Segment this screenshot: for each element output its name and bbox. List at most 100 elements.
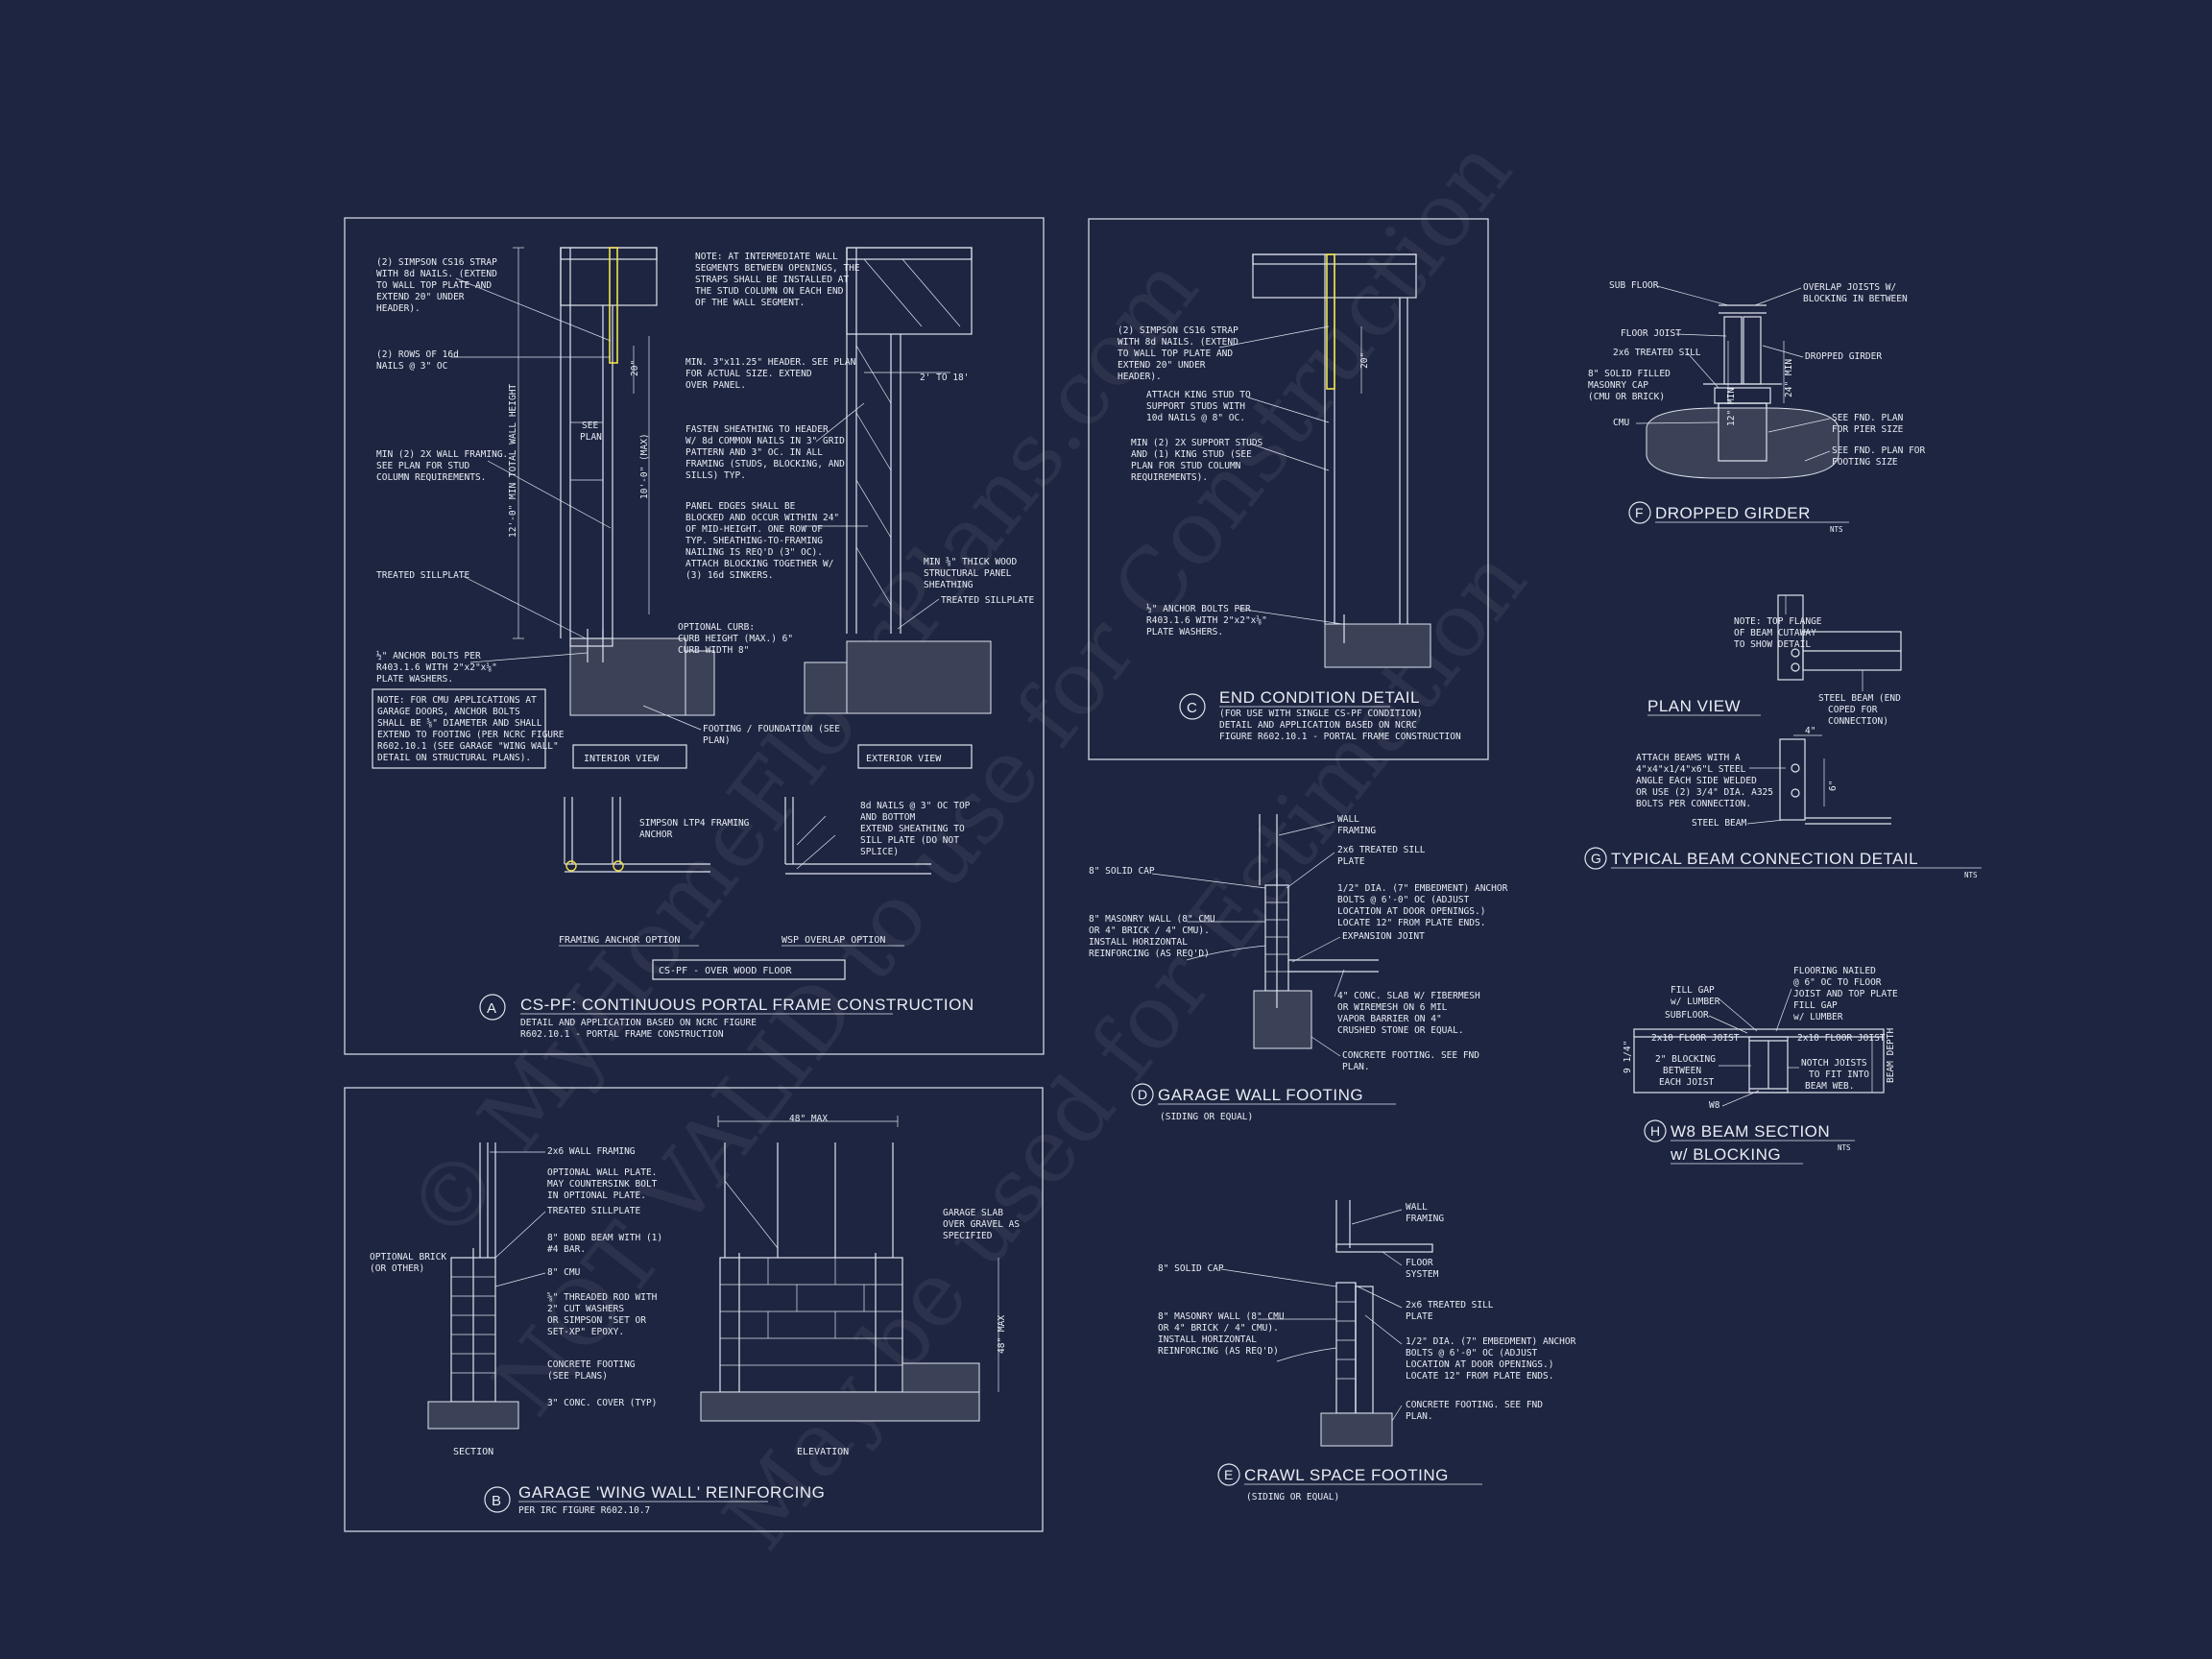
note-f-left-7: CMU <box>1613 418 1629 428</box>
note-d-slab-3: VAPOR BARRIER ON 4" <box>1337 1014 1442 1024</box>
detail-e-subtitle: (SIDING OR EQUAL) <box>1246 1492 1339 1503</box>
detail-f-marker <box>1628 501 1651 524</box>
note-e-floor-2: SYSTEM <box>1406 1269 1439 1280</box>
detail-b-title: GARAGE 'WING WALL' REINFORCING <box>518 1483 825 1502</box>
note-panel-2: BLOCKED AND OCCUR WITHIN 24" <box>685 513 839 523</box>
note-h-14: 2x10 FLOOR JOIST <box>1797 1033 1886 1044</box>
note-8d-4: SILL PLATE (DO NOT <box>860 835 959 846</box>
detail-h: FILL GAP w/ LUMBER SUBFLOOR 2x10 FLOOR J… <box>1623 966 1898 1165</box>
dim-48-max-vertical: 48" MAX <box>997 1315 1007 1354</box>
label-plan-view: PLAN VIEW <box>1647 697 1741 715</box>
note-d-bolts-4: LOCATE 12" FROM PLATE ENDS. <box>1337 918 1485 928</box>
detail-e-id: E <box>1224 1467 1234 1482</box>
note-e-masonry-2: OR 4" BRICK / 4" CMU). <box>1158 1323 1279 1334</box>
dim-max-height: 10'-0" (MAX) <box>639 433 650 499</box>
note-b-4: IN OPTIONAL PLATE. <box>547 1190 646 1201</box>
note-d-framing-2: FRAMING <box>1337 826 1376 836</box>
note-f-left-3: 2x6 TREATED SILL <box>1613 348 1701 358</box>
note-support-2: AND (1) KING STUD (SEE <box>1131 449 1252 460</box>
note-panel-4: TYP. SHEATHING-TO-FRAMING <box>685 536 823 546</box>
note-king-2: SUPPORT STUDS WITH <box>1146 401 1245 412</box>
note-e-cap: 8" SOLID CAP <box>1158 1263 1224 1274</box>
note-d-sill-2: PLATE <box>1337 856 1365 867</box>
note-wood-1: MIN ⅜" THICK WOOD <box>924 557 1018 567</box>
note-8d-2: AND BOTTOM <box>860 812 915 823</box>
label-wood-floor-box <box>652 959 846 980</box>
note-strap-3: TO WALL TOP PLATE AND <box>376 280 492 291</box>
exterior-view-drawing <box>804 247 992 714</box>
note-support-1: MIN (2) 2X SUPPORT STUDS <box>1131 438 1263 448</box>
note-f-right-6: SEE FND. PLAN FOR <box>1832 445 1926 456</box>
note-footing-2: PLAN) <box>703 735 731 746</box>
detail-h-nts: NTS <box>1838 1143 1851 1152</box>
note-slab-2: OVER GRAVEL AS <box>943 1219 1020 1230</box>
detail-a-middle-notes: NOTE: AT INTERMEDIATE WALL SEGMENTS BETW… <box>642 252 1035 746</box>
note-g-flange-1: NOTE: TOP FLANGE <box>1734 616 1822 627</box>
note-b-12: SET-XP" EPOXY. <box>547 1327 624 1337</box>
note-brick-2: (OR OTHER) <box>370 1263 424 1274</box>
note-d-masonry-1: 8" MASONRY WALL (8" CMU <box>1089 914 1215 925</box>
note-b-9: ⅝" THREADED ROD WITH <box>547 1292 658 1303</box>
label-elevation: ELEVATION <box>797 1447 849 1457</box>
note-e-masonry-3: INSTALL HORIZONTAL <box>1158 1334 1257 1345</box>
detail-a-subtitle-1: DETAIL AND APPLICATION BASED ON NCRC FIG… <box>520 1018 757 1028</box>
note-panel-7: (3) 16d SINKERS. <box>685 570 774 581</box>
note-d-bolts-2: BOLTS @ 6'-0" OC (ADJUST <box>1337 895 1470 905</box>
note-f-left-2: FLOOR JOIST <box>1621 328 1681 339</box>
note-b-8: 8" CMU <box>547 1267 581 1278</box>
detail-a-title: CS-PF: CONTINUOUS PORTAL FRAME CONSTRUCT… <box>520 996 974 1014</box>
note-wood-3: SHEATHING <box>924 580 974 590</box>
detail-e-title: CRAWL SPACE FOOTING <box>1244 1466 1449 1484</box>
detail-b-id: B <box>492 1493 502 1509</box>
note-footing-1: FOOTING / FOUNDATION (SEE <box>703 724 840 734</box>
framing-anchor-drawing <box>564 797 710 873</box>
detail-a-subtitle-2: R602.10.1 - PORTAL FRAME CONSTRUCTION <box>520 1029 724 1040</box>
detail-a-id: A <box>487 1000 497 1017</box>
elevation-drawing <box>700 1116 999 1422</box>
note-e-framing-1: WALL <box>1406 1202 1428 1213</box>
dim-6-inch: 6" <box>1828 781 1839 791</box>
note-h-8: W8 <box>1709 1100 1720 1111</box>
note-f-right-3: DROPPED GIRDER <box>1805 351 1882 362</box>
note-c-strap-1: (2) SIMPSON CS16 STRAP <box>1118 325 1238 336</box>
note-framing-1: MIN (2) 2X WALL FRAMING. <box>376 449 508 460</box>
note-e-bolts-3: LOCATION AT DOOR OPENINGS.) <box>1406 1359 1553 1370</box>
detail-f-id: F <box>1635 505 1644 520</box>
dim-48-max: 48" MAX <box>789 1114 828 1124</box>
detail-e-marker <box>1217 1463 1240 1486</box>
note-panel-5: NAILING IS REQ'D (3" OC). <box>685 547 823 558</box>
note-e-floor-1: FLOOR <box>1406 1258 1433 1268</box>
note-sill: TREATED SILLPLATE <box>376 570 470 581</box>
dim-total-height: 12'-0" MIN TOTAL WALL HEIGHT <box>508 384 518 538</box>
note-framing-3: COLUMN REQUIREMENTS. <box>376 472 486 483</box>
detail-g-title: TYPICAL BEAM CONNECTION DETAIL <box>1611 850 1918 868</box>
note-brick-1: OPTIONAL BRICK <box>370 1252 446 1262</box>
note-e-sill-1: 2x6 TREATED SILL <box>1406 1300 1494 1310</box>
detail-h-marker <box>1644 1119 1667 1142</box>
note-strap-4: EXTEND 20" UNDER <box>376 292 465 302</box>
beam-connection-plan-drawing <box>1777 594 1902 681</box>
note-h-13: w/ LUMBER <box>1793 1012 1843 1022</box>
detail-h-title-1: W8 BEAM SECTION <box>1671 1122 1830 1141</box>
note-curb-2: CURB HEIGHT (MAX.) 6" <box>678 634 793 644</box>
note-h-2: w/ LUMBER <box>1671 997 1720 1007</box>
note-d-sill-1: 2x6 TREATED SILL <box>1337 845 1426 855</box>
dim-9-quarter: 9 1/4" <box>1623 1041 1633 1073</box>
note-b-7: #4 BAR. <box>547 1244 586 1255</box>
note-sill2: TREATED SILLPLATE <box>941 595 1035 606</box>
note-slab-3: SPECIFIED <box>943 1231 993 1241</box>
label-wood-floor: CS-PF - OVER WOOD FLOOR <box>659 966 792 976</box>
detail-c-subtitle-2: DETAIL AND APPLICATION BASED ON NCRC <box>1219 720 1417 731</box>
note-f-left-5: MASONRY CAP <box>1588 380 1648 391</box>
note-c-anchor-3: PLATE WASHERS. <box>1146 627 1223 637</box>
detail-f-title: DROPPED GIRDER <box>1655 504 1811 522</box>
note-f-left-6: (CMU OR BRICK) <box>1588 392 1665 402</box>
note-g-steel-2: COPED FOR <box>1828 705 1878 715</box>
note-h-10: @ 6" OC TO FLOOR <box>1793 977 1882 988</box>
note-b-14: (SEE PLANS) <box>547 1371 608 1382</box>
note-fasten-4: FRAMING (STUDS, BLOCKING, AND <box>685 459 845 469</box>
note-b-13: CONCRETE FOOTING <box>547 1359 636 1370</box>
note-h-3: SUBFLOOR <box>1665 1010 1709 1021</box>
note-b-10: 2" CUT WASHERS <box>547 1304 624 1314</box>
note-cmu-4: EXTEND TO FOOTING (PER NCRC FIGURE <box>377 730 565 740</box>
